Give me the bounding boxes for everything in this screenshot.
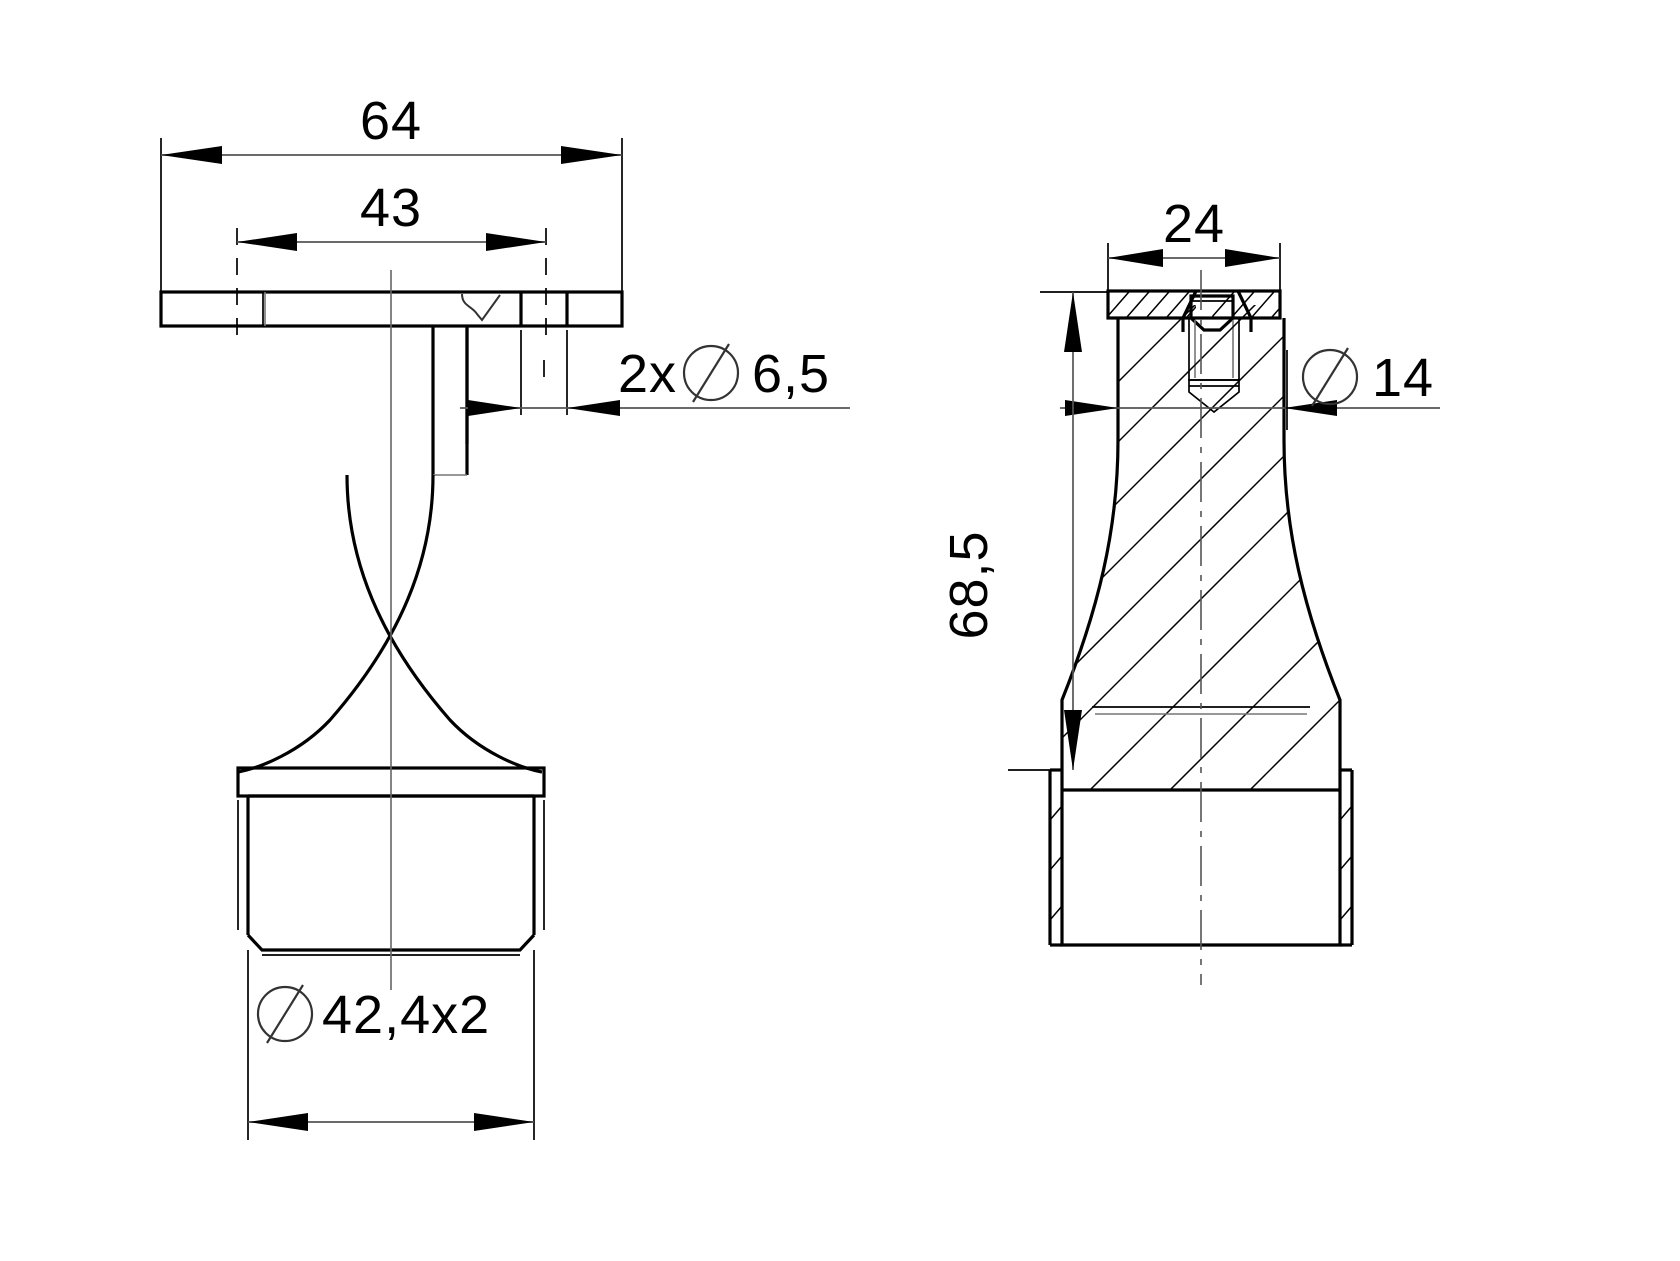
arrow-right-24 [1225,249,1280,267]
diameter-slash-6-5 [692,343,730,403]
countersink-right [1236,290,1253,332]
dimension-label-68-5: 68,5 [939,530,999,639]
arrow-bottom-68 [1064,710,1082,770]
dimension-68-5: 68,5 [939,291,1108,771]
dimension-label-14: 14 [1372,348,1434,408]
diameter-slash-14 [1311,347,1349,407]
arrow-left-43 [237,233,297,251]
arrow-right-14 [1284,400,1337,416]
diameter-icon-14 [1301,348,1359,406]
neck-front [431,326,469,476]
screw-tip [1188,379,1240,414]
plate-hatch-right [1212,290,1280,318]
arrow-left-24 [1108,249,1163,267]
dimension-label-64: 64 [360,91,422,151]
body-left-profile [237,474,435,774]
dimension-label-42-4x2: 42,4x2 [322,985,490,1045]
body-right-profile [345,474,543,774]
dimension-64: 64 [160,91,623,296]
tube-wall-hatch [1049,805,1353,921]
dimension-value-6-5: 6,5 [752,344,830,404]
dimension-24: 24 [1107,194,1281,296]
dimension-label-43: 43 [360,178,422,238]
arrow-left-14 [1065,400,1118,416]
dimension-42-4x2: 42,4x2 [247,950,535,1140]
diameter-icon-42 [256,985,314,1043]
arrow-left-42 [248,1113,308,1131]
plate-hatch-left [1108,290,1196,318]
diameter-slash-42 [266,984,304,1044]
screw-shank [1188,317,1240,381]
diameter-icon-6-5 [682,344,740,402]
dimension-43: 43 [236,178,547,345]
surface-finish-icon [461,293,501,322]
section-view-group: 24 [939,194,1440,985]
arrow-inner-left-6-5 [468,400,521,416]
dimension-label-2x: 2x [618,344,677,404]
arrow-inner-right-6-5 [567,400,620,416]
front-view-group: 64 43 [159,91,850,1140]
dimension-label-24: 24 [1163,194,1225,254]
arrow-right-64 [561,146,622,164]
tapered-body-front [237,474,543,774]
section-body-right [1282,318,1342,790]
arrow-right-42 [474,1113,534,1131]
section-plate [1106,289,1282,320]
arrow-left-64 [161,146,222,164]
dimension-14: 14 [1060,347,1440,430]
section-body-left [1060,318,1120,790]
dimension-2x-6-5: 2x 6,5 [460,343,850,416]
arrow-right-43 [486,233,546,251]
arrow-top-68 [1064,292,1082,352]
